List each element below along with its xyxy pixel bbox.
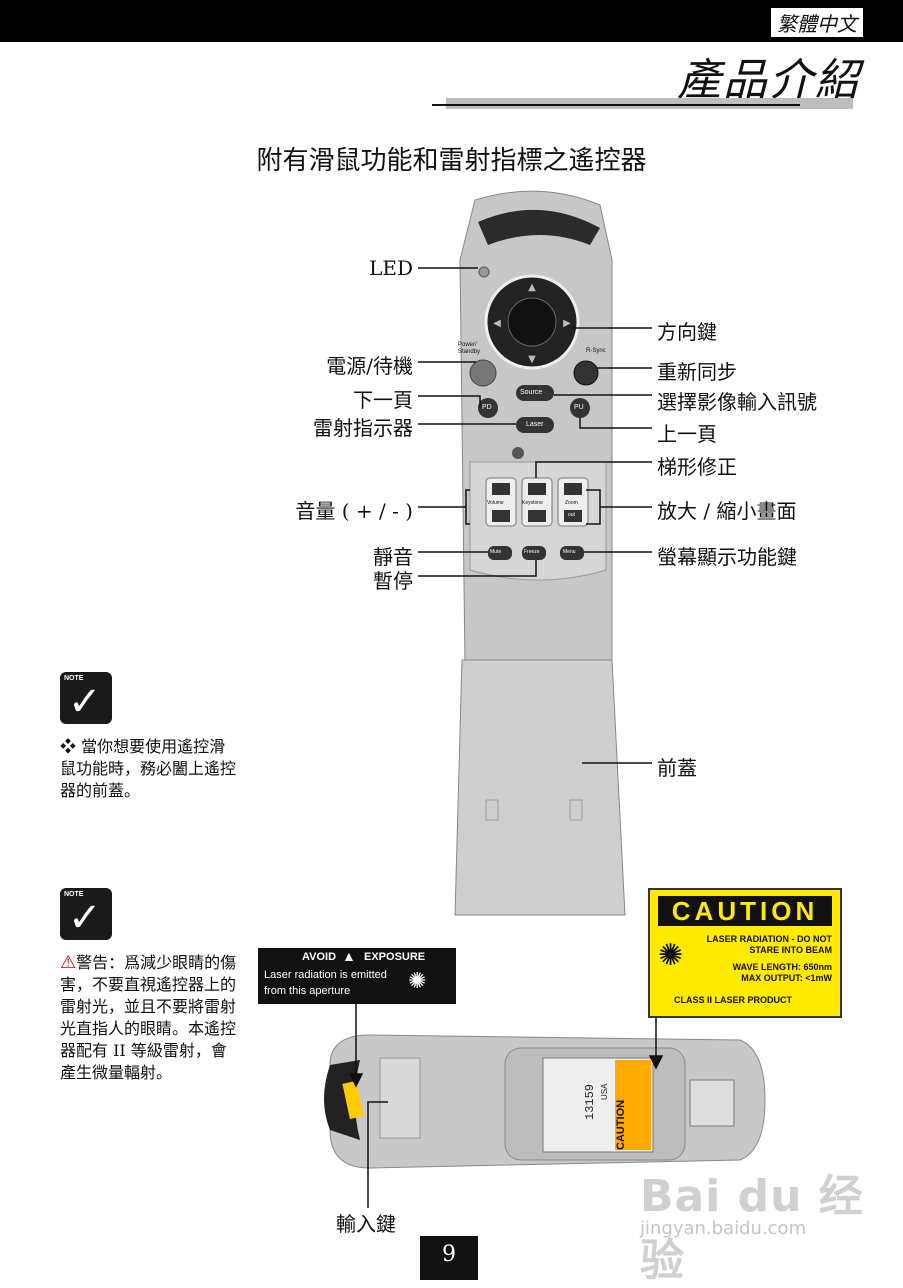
label-menu: 螢幕顯示功能鍵 xyxy=(657,545,797,569)
label-cover: 前蓋 xyxy=(657,756,697,780)
keystone-button-label: Keystone xyxy=(522,500,543,506)
label-direction: 方向鍵 xyxy=(657,320,717,344)
label-resync: 重新同步 xyxy=(657,360,737,384)
sticker-caution: CAUTION xyxy=(615,1099,627,1150)
title-rule-line xyxy=(432,104,800,106)
starburst-icon: ✺ xyxy=(408,968,427,993)
warning-triangle-icon: ▲ xyxy=(342,948,356,964)
avoid-exposure-label: AVOID ▲ EXPOSURE Laser radiation is emit… xyxy=(258,948,456,1004)
label-enter-key: 輸入鍵 xyxy=(336,1212,396,1236)
label-laser: 雷射指示器 xyxy=(313,416,413,440)
laser-button-label: Laser xyxy=(526,421,544,428)
watermark-logo: Bai du 经验 xyxy=(640,1171,864,1286)
label-freeze: 暫停 xyxy=(373,569,413,593)
title-rule xyxy=(446,98,853,109)
label-led: LED xyxy=(369,256,413,280)
label-source: 選擇影像輸入訊號 xyxy=(657,390,817,414)
svg-text:◀: ◀ xyxy=(493,318,501,329)
checkmark-icon: ✓ xyxy=(68,679,102,725)
resync-button-label: R-Sync xyxy=(586,348,606,354)
note-text-2: ⚠警告：爲減少眼睛的傷害，不要直視遙控器上的雷射光，並且不要將雷射光直指人的眼睛… xyxy=(60,952,237,1082)
svg-text:▼: ▼ xyxy=(528,354,536,365)
watermark-url: jingyan.baidu.com xyxy=(640,1218,807,1239)
svg-text:▶: ▶ xyxy=(563,318,571,329)
pd-button-label: PD xyxy=(482,404,492,411)
zoom-out-button-label: out xyxy=(568,512,575,518)
label-zoom: 放大 / 縮小畫面 xyxy=(657,499,797,523)
section-heading: 附有滑鼠功能和雷射指標之遙控器 xyxy=(256,146,647,176)
source-button-label: Source xyxy=(520,389,543,396)
label-power: 電源/待機 xyxy=(326,354,413,378)
page-number: 9 xyxy=(420,1236,478,1280)
label-mute: 靜音 xyxy=(373,545,413,569)
zoom-button-label: Zoom xyxy=(565,500,578,506)
label-prev-page: 上一頁 xyxy=(657,422,717,446)
label-next-page: 下一頁 xyxy=(353,388,413,412)
top-bar xyxy=(0,0,903,42)
mute-button-label: Mute xyxy=(490,549,502,555)
note-icon: NOTE ✓ xyxy=(60,672,112,725)
note-icon-2: NOTE ✓ xyxy=(60,888,112,941)
serial-number: 13159 xyxy=(583,1083,597,1120)
volume-button-label: Volume xyxy=(487,500,504,506)
label-keystone: 梯形修正 xyxy=(657,455,737,479)
warning-icon: ⚠ xyxy=(60,952,77,973)
label-volume: 音量 ( + / - ) xyxy=(295,499,413,523)
freeze-button-label: Freeze xyxy=(524,549,540,555)
svg-text:▲: ▲ xyxy=(528,282,536,293)
pu-button-label: PU xyxy=(574,404,584,411)
power-button-label: Power/ Standby xyxy=(458,342,481,355)
starburst-icon: ✺ xyxy=(658,939,684,972)
caution-label: CAUTION LASER RADIATION - DO NOT STARE I… xyxy=(648,888,842,1018)
menu-button-label: Menu xyxy=(563,549,576,555)
language-label: 繁體中文 xyxy=(771,8,863,37)
country-label: USA xyxy=(600,1083,609,1100)
note-text-1: ❖ 當你想要使用遙控滑鼠功能時，務必闔上遙控器的前蓋。 xyxy=(60,737,237,800)
checkmark-icon: ✓ xyxy=(68,895,102,941)
page-title: 產品介紹 xyxy=(677,55,861,106)
